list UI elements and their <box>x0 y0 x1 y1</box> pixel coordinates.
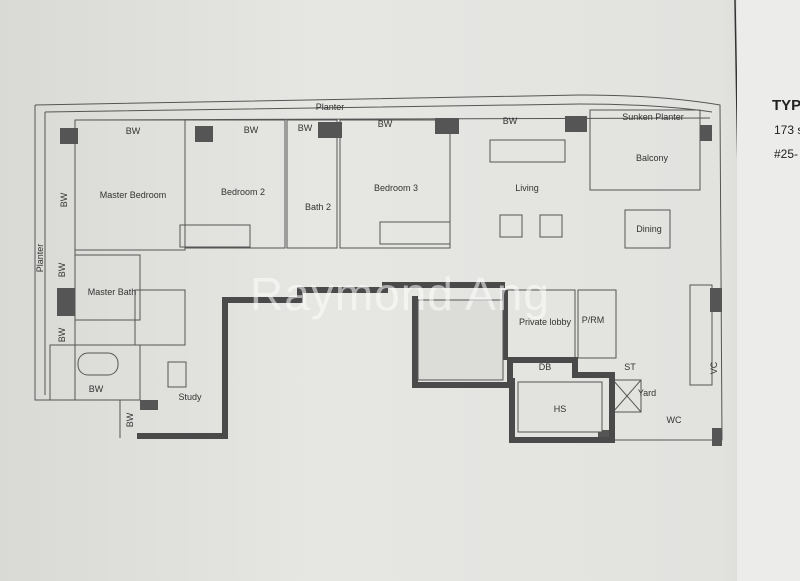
watermark: Raymond Ang <box>250 268 550 320</box>
label-planter-side: Planter <box>35 244 45 273</box>
label-master-bedroom: Master Bedroom <box>100 190 167 200</box>
label-st: ST <box>624 362 636 372</box>
label-bw: BW <box>298 123 313 133</box>
label-bw: BW <box>125 412 135 427</box>
household-shelter <box>517 381 603 433</box>
label-bw: BW <box>59 192 69 207</box>
label-hs: HS <box>554 404 567 414</box>
label-bw: BW <box>89 384 104 394</box>
side-text-unit: #25- <box>774 147 798 161</box>
core-walls <box>137 282 615 443</box>
label-bw: BW <box>244 125 259 135</box>
label-bw: BW <box>503 116 518 126</box>
label-bw: BW <box>126 126 141 136</box>
label-master-bath: Master Bath <box>88 287 137 297</box>
label-prm: P/RM <box>582 315 605 325</box>
label-bw: BW <box>57 327 67 342</box>
label-study: Study <box>178 392 202 402</box>
label-sunken-planter: Sunken Planter <box>622 112 684 122</box>
label-bw: BW <box>57 262 67 277</box>
label-planter-top: Planter <box>316 102 345 112</box>
label-bath-2: Bath 2 <box>305 202 331 212</box>
next-page <box>737 0 800 581</box>
label-living: Living <box>515 183 539 193</box>
kitchen-block <box>417 299 504 381</box>
label-vc: VC <box>709 361 719 374</box>
outer-walls <box>34 94 723 441</box>
label-bedroom-2: Bedroom 2 <box>221 187 265 197</box>
label-bw: BW <box>378 119 393 129</box>
label-private-lobby: Private lobby <box>519 317 572 327</box>
side-text-type: TYP <box>772 97 800 114</box>
label-dining: Dining <box>636 224 662 234</box>
label-balcony: Balcony <box>636 153 669 163</box>
label-wc: WC <box>667 415 682 425</box>
label-db: DB <box>539 362 552 372</box>
label-yard: Yard <box>638 388 656 398</box>
label-bedroom-3: Bedroom 3 <box>374 183 418 193</box>
side-text-area: 173 s <box>774 123 800 137</box>
